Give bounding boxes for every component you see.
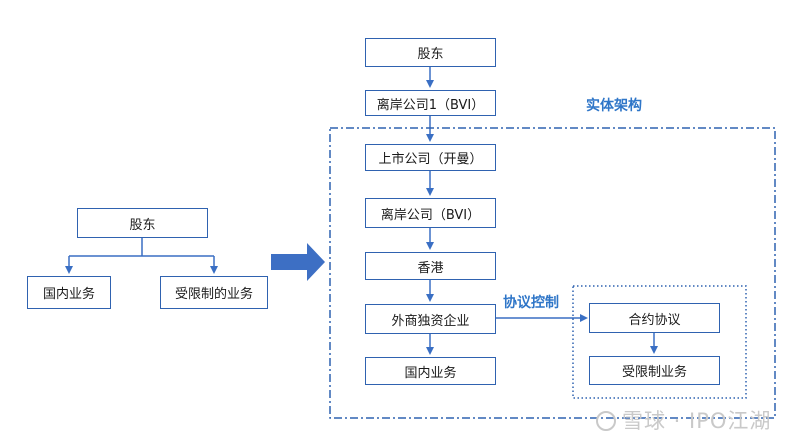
right-domestic-business-box: 国内业务 [365, 357, 496, 385]
right-restricted-business-box: 受限制业务 [589, 356, 720, 385]
offshore-company-box: 离岸公司（BVI） [365, 198, 496, 228]
snowball-logo-icon [596, 411, 616, 431]
left-tree-connectors [65, 238, 218, 274]
protocol-control-label: 协议控制 [503, 295, 559, 311]
watermark: 雪球 · IPO江湖 [596, 405, 771, 435]
right-chain-connectors [426, 67, 658, 355]
left-domestic-business-box: 国内业务 [27, 276, 111, 309]
listed-company-box: 上市公司（开曼） [365, 144, 496, 171]
contract-agreement-box: 合约协议 [589, 303, 720, 333]
right-shareholder-box: 股东 [365, 38, 496, 67]
wfoe-box: 外商独资企业 [365, 304, 496, 334]
left-restricted-business-box: 受限制的业务 [160, 276, 268, 309]
offshore-company-1-box: 离岸公司1（BVI） [365, 90, 496, 116]
transform-arrow [271, 243, 325, 281]
entity-structure-title: 实体架构 [586, 98, 642, 114]
hongkong-box: 香港 [365, 252, 496, 280]
watermark-text: 雪球 · IPO江湖 [622, 409, 772, 433]
left-shareholder-box: 股东 [77, 208, 208, 238]
protocol-control-frame [572, 285, 747, 399]
entity-structure-frame [329, 127, 776, 419]
